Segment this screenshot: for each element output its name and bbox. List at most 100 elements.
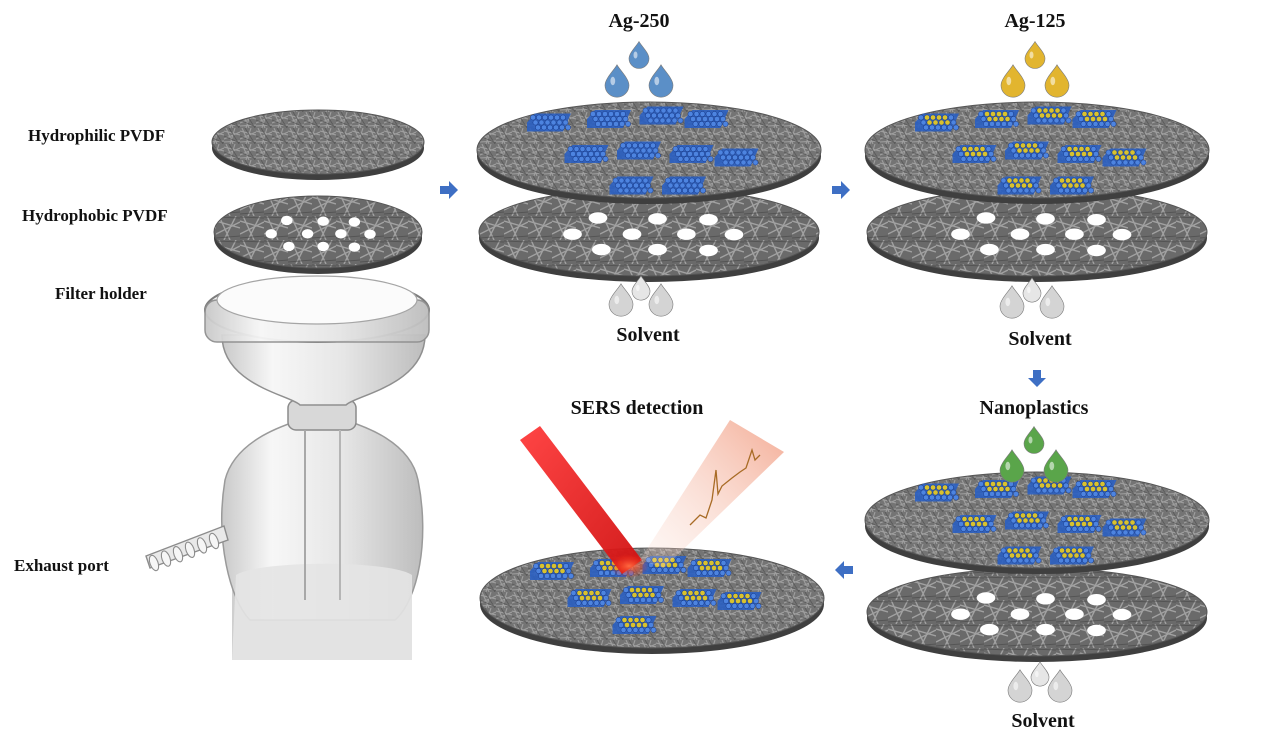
ag250-particle [714,148,759,167]
nanoplastics-stack-bottom-pore [1087,593,1106,606]
ag125-stack-bottom-pore [951,228,970,240]
ag125-particle [915,113,959,132]
ag250-particle [609,176,654,195]
hydrophobic-pvdf-pore [265,229,277,239]
hydrophobic-pvdf-pore [283,241,295,252]
raman-scatter-cone [640,420,784,568]
ag125-particle [975,110,1019,128]
solvent-droplet-icon [648,283,674,317]
nanoplastics-stack-bottom-membrane [866,567,1208,657]
label-solvent-1: Solvent [616,324,680,346]
hydrophilic-pvdf-membrane [211,109,425,175]
solvent-droplet-icon [1022,277,1042,303]
ag250-stack-bottom-pore [699,213,718,226]
hydrophobic-pvdf-membrane [213,195,423,269]
right-arrow-icon [440,181,458,199]
ag250-stack-bottom-pore [648,213,667,225]
sers-particle [687,559,732,577]
nanoplastics-stack-bottom-pore [1065,608,1084,620]
ag125-droplet-icon [1044,64,1070,98]
ag125-particle [1072,110,1117,128]
down-arrow-icon [1028,370,1046,387]
solvent-droplet-icon [631,275,651,301]
ag250-droplet-icon [628,40,650,69]
ag125-stack-bottom-pore [1036,213,1055,225]
nanoplastics-particle [997,546,1042,565]
nanoplastics-droplet-icon [999,449,1025,483]
label-ag250: Ag-250 [608,10,670,32]
hydrophobic-pvdf-pore [281,215,293,226]
ag125-particle [997,176,1042,195]
ag250-stack-bottom-pore [699,244,718,257]
label-solvent-3: Solvent [1011,710,1075,732]
nanoplastics-stack-bottom-pore [1036,593,1055,605]
nanoplastics-particle [975,480,1019,498]
filter-flask-illustration [145,275,430,660]
nanoplastics-particle [952,515,997,533]
ag250-stack-bottom-pore [677,228,696,240]
label-sers-detection: SERS detection [570,397,704,419]
nanoplastics-stack-bottom-pore [1036,623,1055,636]
ag250-particle [639,106,684,125]
raman-spectrum-icon [689,447,761,526]
hydrophobic-pvdf-pore [317,241,329,252]
ag125-stack-bottom-pore [980,243,999,256]
ag125-stack-bottom-pore [1065,228,1084,240]
ag250-stack-bottom-pore [592,243,611,256]
nanoplastics-stack-bottom-pore [1010,608,1030,620]
ag250-particle [684,110,729,128]
ag125-stack-bottom-pore [1087,244,1106,257]
ag250-particle [662,176,706,195]
left-arrow-icon [835,561,853,579]
ag125-stack-bottom-pore [1010,228,1030,240]
nanoplastics-droplet-icon [1023,425,1045,454]
label-hydrophilic-pvdf: Hydrophilic PVDF [28,126,166,145]
hydrophobic-pvdf-pore [335,229,347,239]
nanoplastics-stack-bottom-pore [980,623,999,636]
ag250-droplet-icon [648,64,674,98]
nanoplastics-stack-bottom-pore [951,608,970,620]
particle-arrays [527,106,1147,634]
ag125-particle [1005,141,1049,160]
solvent-droplet-icon [1007,669,1033,703]
nanoplastics-particle [1072,480,1117,498]
droplet-groups [604,40,1073,703]
sers-particle [620,586,664,604]
sers-particle [672,589,717,607]
ag125-particle [1027,106,1072,125]
nanoplastics-particle [1057,515,1102,533]
ag125-particle [1102,148,1147,167]
ag125-stack-bottom-pore [1036,243,1055,256]
solvent-droplet-icon [1039,285,1065,319]
filter-holder-top [216,275,418,325]
ag125-particle [1050,176,1094,195]
hydrophobic-pvdf-pore [348,242,361,252]
label-filter-holder: Filter holder [55,284,147,303]
nanoplastics-droplet-icon [1043,449,1069,483]
right-arrow-icon [832,181,850,199]
sers-laser-illustration [520,420,784,578]
ag250-stack-bottom-pore [563,228,582,240]
hydrophobic-pvdf-pore [301,229,314,239]
flask-liquid [232,563,412,660]
ag125-particle [1057,145,1102,163]
sers-particle [612,616,657,634]
nanoplastics-particle [1102,518,1147,537]
hydrophobic-pvdf-pore [348,217,361,227]
ag250-stack-bottom-pore [622,228,642,240]
hydrophobic-pvdf-pore [317,216,329,226]
sers-particle [567,589,612,607]
label-hydrophobic-pvdf: Hydrophobic PVDF [22,206,168,225]
solvent-droplet-icon [1030,661,1050,687]
ag125-stack-bottom-pore [1087,213,1106,226]
nanoplastics-stack-bottom-pore [1112,608,1132,621]
exhaust-port-arm [145,525,229,572]
label-exhaust-port: Exhaust port [14,556,109,575]
ag250-particle [669,145,714,163]
solvent-droplet-icon [1047,669,1073,703]
ag125-stack-bottom-pore [1112,228,1132,241]
sers-particle [530,562,574,580]
sers-particle [717,592,762,610]
